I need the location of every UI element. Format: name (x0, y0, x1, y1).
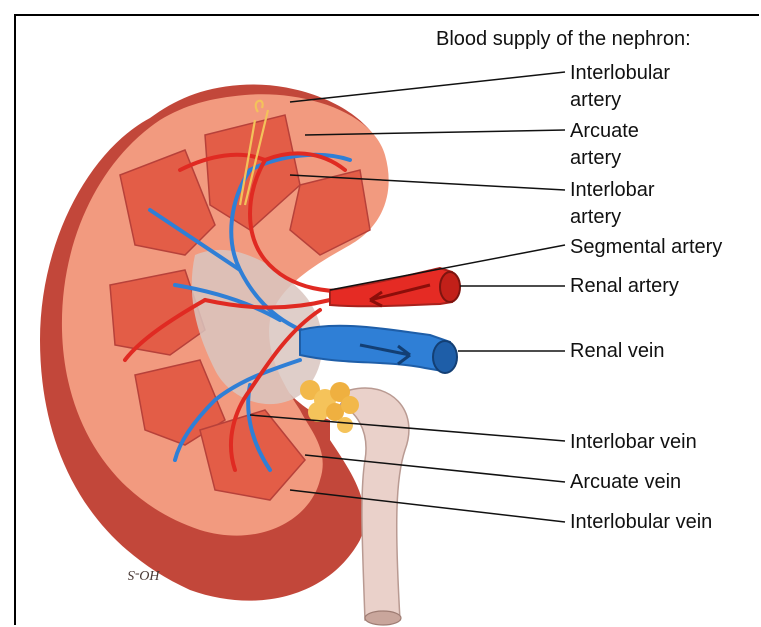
label-interlobar-vein: Interlobar vein (570, 429, 697, 455)
label-renal-artery: Renal artery (570, 273, 679, 299)
label-interlobar-artery-line1: Interlobar (570, 177, 655, 203)
label-segmental-artery: Segmental artery (570, 234, 722, 260)
label-arcuate-artery-line2: artery (570, 145, 621, 171)
renal-vein-opening (433, 341, 457, 373)
renal-artery-opening (440, 272, 460, 302)
diagram-title: Blood supply of the nephron: (436, 26, 691, 52)
ureter-opening (365, 611, 401, 625)
label-renal-vein: Renal vein (570, 338, 665, 364)
leader-interlobular-artery (290, 72, 565, 102)
artist-signature: HO-S (128, 566, 160, 582)
label-interlobar-artery-line2: artery (570, 204, 621, 230)
label-interlobular-artery-line2: artery (570, 87, 621, 113)
label-interlobular-vein: Interlobular vein (570, 509, 712, 535)
label-arcuate-vein: Arcuate vein (570, 469, 681, 495)
label-arcuate-artery-line1: Arcuate (570, 118, 639, 144)
label-interlobular-artery-line1: Interlobular (570, 60, 670, 86)
